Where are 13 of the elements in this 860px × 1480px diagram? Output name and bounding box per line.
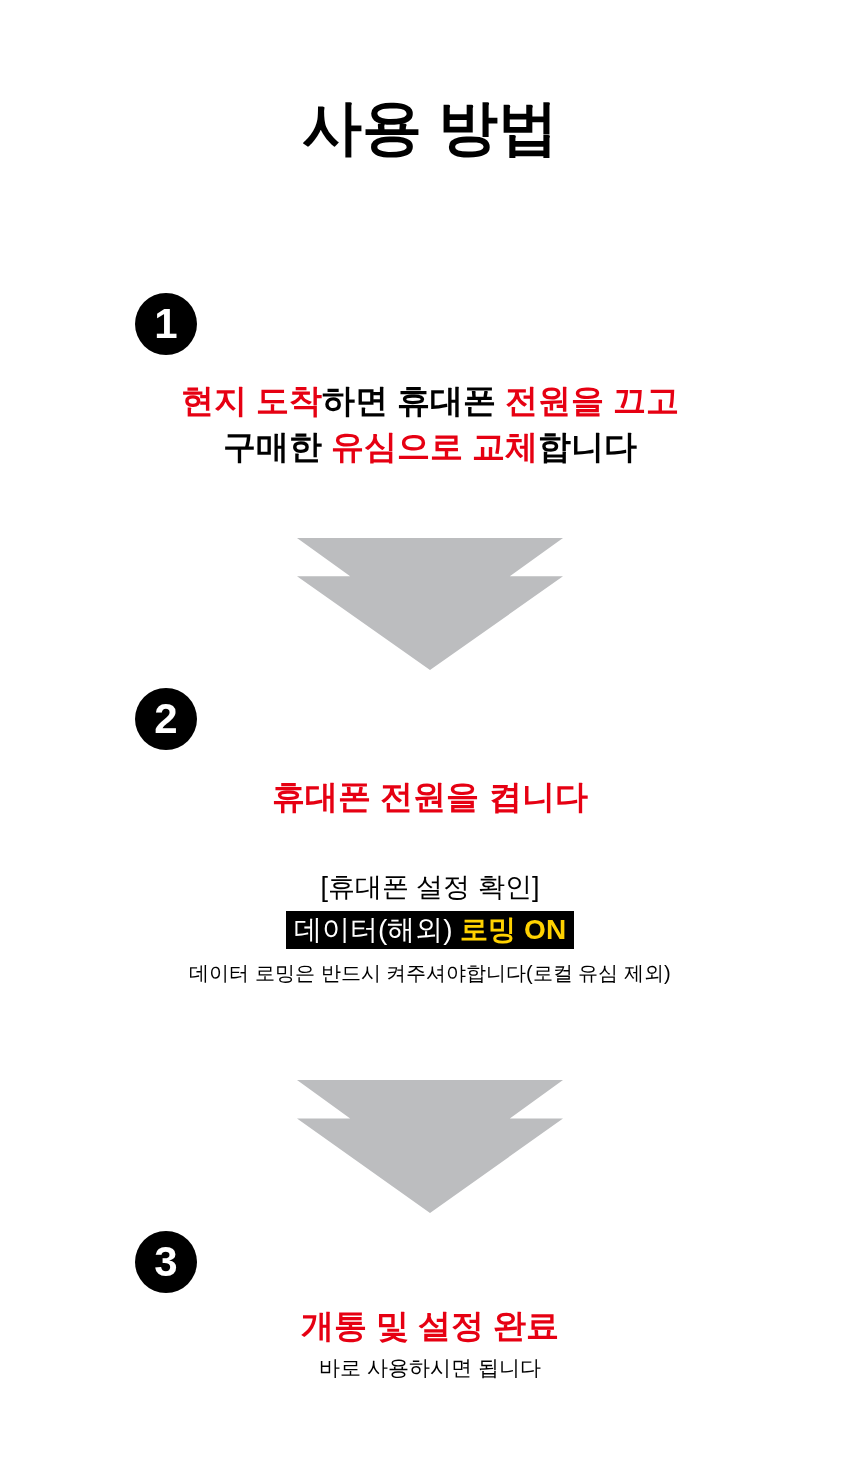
step-instruction: 현지 도착하면 휴대폰 전원을 끄고 구매한 유심으로 교체합니다: [179, 381, 681, 467]
step-heading: 휴대폰 전원을 켭니다: [271, 777, 589, 817]
chevron-arrow: [297, 538, 563, 670]
roaming-note: 데이터 로밍은 반드시 켜주셔야합니다(로컬 유심 제외): [188, 961, 672, 986]
page-title: 사용 방법: [301, 93, 559, 163]
step-heading: 개통 및 설정 완료: [299, 1306, 561, 1346]
roaming-banner: 데이터(해외) 로밍 ON: [285, 911, 575, 949]
step-number-badge: 1: [135, 293, 197, 355]
settings-note: [휴대폰 설정 확인]: [319, 871, 541, 904]
step-note: 바로 사용하시면 됩니다: [319, 1355, 541, 1381]
chevron-arrow: [297, 1080, 563, 1213]
step-number-badge: 2: [135, 688, 197, 750]
step-number-badge: 3: [135, 1231, 197, 1293]
